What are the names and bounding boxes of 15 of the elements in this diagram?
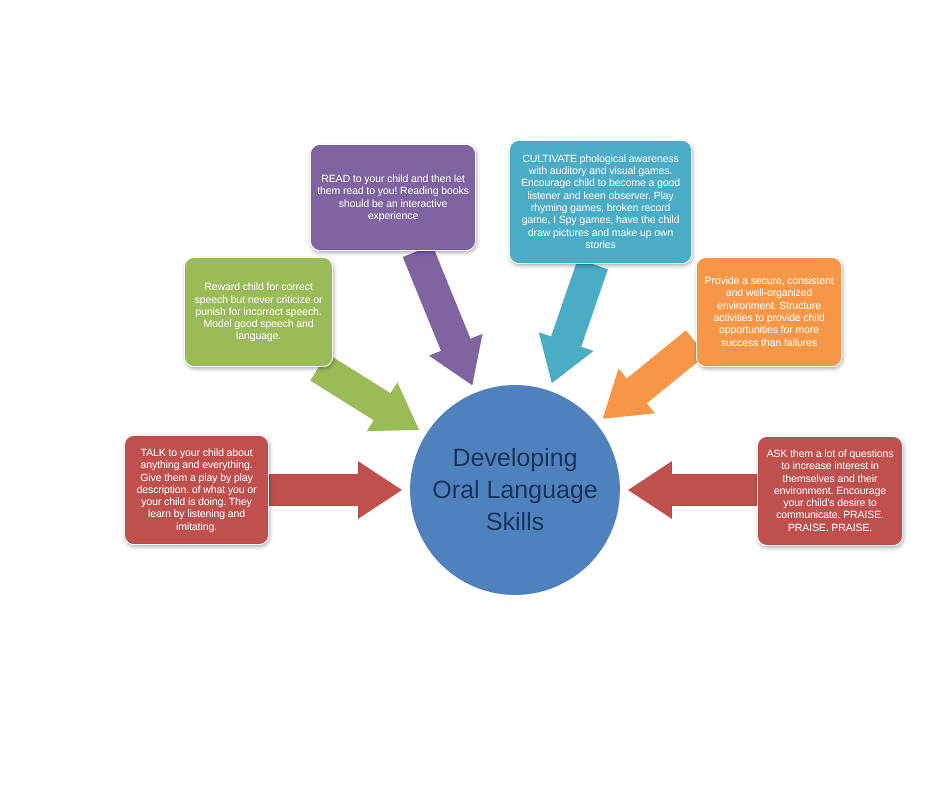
tip-text: TALK to your child about anything and everything. Give them a play by play description. of what you or your child is doing. They learn by listening and imitating. (136, 446, 258, 534)
tip-card (124, 435, 269, 545)
tip-card (310, 144, 476, 251)
block-arrow (628, 461, 757, 519)
tip-card (696, 257, 842, 367)
tip-card (184, 257, 333, 367)
tip-text: CULTIVATE phological awareness with auditory and visual games. Encourage child to become a good listener and keen observer. Play rhyming games, broken record game, I Spy games, have the child draw pictures and make up own stories (520, 152, 682, 252)
tip-text: Provide a secure, consistent and well-organized environment. Structure activities to provide child opportunities for more success than failures (703, 275, 835, 349)
circle-title: Developing Oral Language Skills (431, 443, 599, 538)
tip-text: ASK them a lot of questions to increase interest in themselves and their environment. Encourage your child's desire to communicate. PRAISE. PRAISE. PRAISE. (766, 448, 894, 534)
tip-text: READ to your child and then let them read to you! Reading books should be an interactive experience (316, 172, 470, 222)
block-arrow (269, 461, 402, 519)
tip-card (509, 140, 692, 264)
tip-card (757, 436, 903, 546)
tip-text: Reward child for correct speech but never criticize or punish for incorrect speech. Model good speech and language. (194, 281, 324, 343)
